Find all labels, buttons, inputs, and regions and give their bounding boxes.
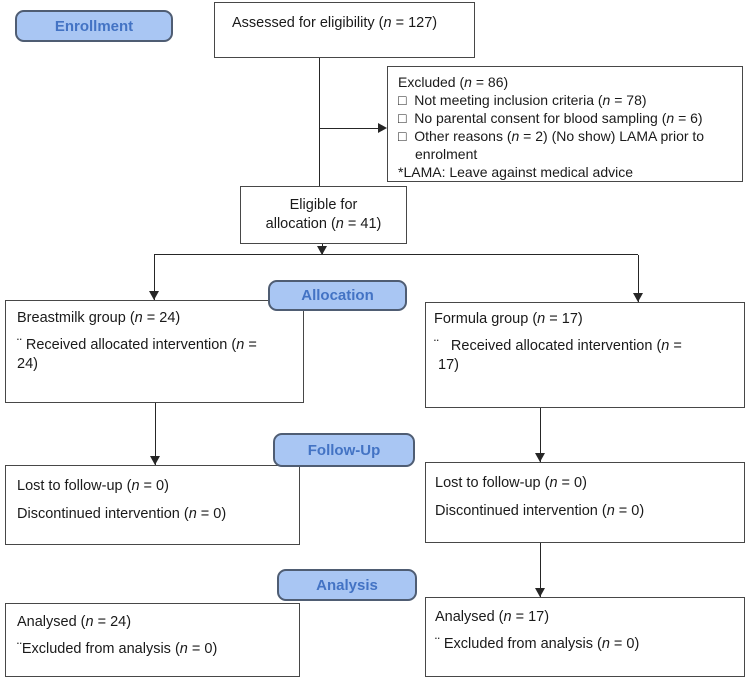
allocation-label: Allocation — [268, 280, 407, 311]
arrow-to-formula — [633, 255, 644, 302]
split-line — [154, 254, 638, 255]
lost-to-followup: Lost to follow-up (n = 0) — [435, 475, 587, 491]
analysis-right-box: Analysed (n = 17) ¨ Excluded from analys… — [425, 597, 745, 677]
arrow-formula-to-followup — [535, 408, 546, 462]
lama-footnote: *LAMA: Leave against medical advice — [398, 164, 634, 180]
excluded-reason: □ Not meeting inclusion criteria (n = 78… — [398, 92, 647, 108]
connector-assessed-to-eligible — [319, 58, 320, 186]
breastmilk-group-box: Breastmilk group (n = 24) ¨ Received all… — [5, 300, 304, 403]
excluded-from-analysis: ¨ Excluded from analysis (n = 0) — [435, 636, 640, 652]
excluded-from-analysis: ¨Excluded from analysis (n = 0) — [17, 641, 218, 657]
excluded-box: Excluded (n = 86) □ Not meeting inclusio… — [387, 66, 743, 182]
enrollment-label: Enrollment — [15, 10, 173, 42]
lost-to-followup: Lost to follow-up (n = 0) — [17, 478, 169, 494]
excluded-reason: □ No parental consent for blood sampling… — [398, 110, 703, 126]
eligible-line2: allocation (n = 41) — [265, 216, 382, 232]
formula-received-wrap: 17) — [434, 357, 459, 373]
formula-received: ¨ Received allocated intervention (n = — [434, 338, 682, 354]
analysis-left-box: Analysed (n = 24) ¨Excluded from analysi… — [5, 603, 300, 677]
breastmilk-received-wrap: 24) — [17, 356, 38, 372]
eligible-box: Eligible for allocation (n = 41) — [240, 186, 407, 244]
eligible-line1: Eligible for — [289, 197, 358, 213]
excluded-reason: □ Other reasons (n = 2) (No show) LAMA p… — [398, 128, 705, 144]
excluded-title: Excluded (n = 86) — [398, 74, 509, 90]
formula-title: Formula group (n = 17) — [434, 311, 583, 327]
discontinued-intervention: Discontinued intervention (n = 0) — [435, 503, 645, 519]
arrow-to-breastmilk — [149, 255, 160, 300]
excluded-reason-wrap: enrolment — [415, 146, 478, 162]
assessed-text: Assessed for eligibility (n = 127) — [232, 15, 438, 31]
followup-left-box: Lost to follow-up (n = 0) Discontinued i… — [5, 465, 300, 545]
arrow-to-excluded — [320, 123, 387, 134]
breastmilk-received: ¨ Received allocated intervention (n = — [17, 337, 257, 353]
arrow-breastmilk-to-followup — [150, 403, 161, 465]
analysed-count: Analysed (n = 17) — [435, 609, 550, 625]
discontinued-intervention: Discontinued intervention (n = 0) — [17, 506, 227, 522]
followup-right-box: Lost to follow-up (n = 0) Discontinued i… — [425, 462, 745, 543]
formula-group-box: Formula group (n = 17) ¨ Received alloca… — [425, 302, 745, 408]
arrow-followup-to-analysis — [535, 543, 546, 597]
arrow-eligible-to-split — [317, 244, 328, 255]
analysed-count: Analysed (n = 24) — [17, 614, 132, 630]
assessed-box: Assessed for eligibility (n = 127) — [214, 2, 475, 58]
analysis-label: Analysis — [277, 569, 417, 601]
breastmilk-title: Breastmilk group (n = 24) — [17, 310, 181, 326]
followup-label: Follow-Up — [273, 433, 415, 467]
